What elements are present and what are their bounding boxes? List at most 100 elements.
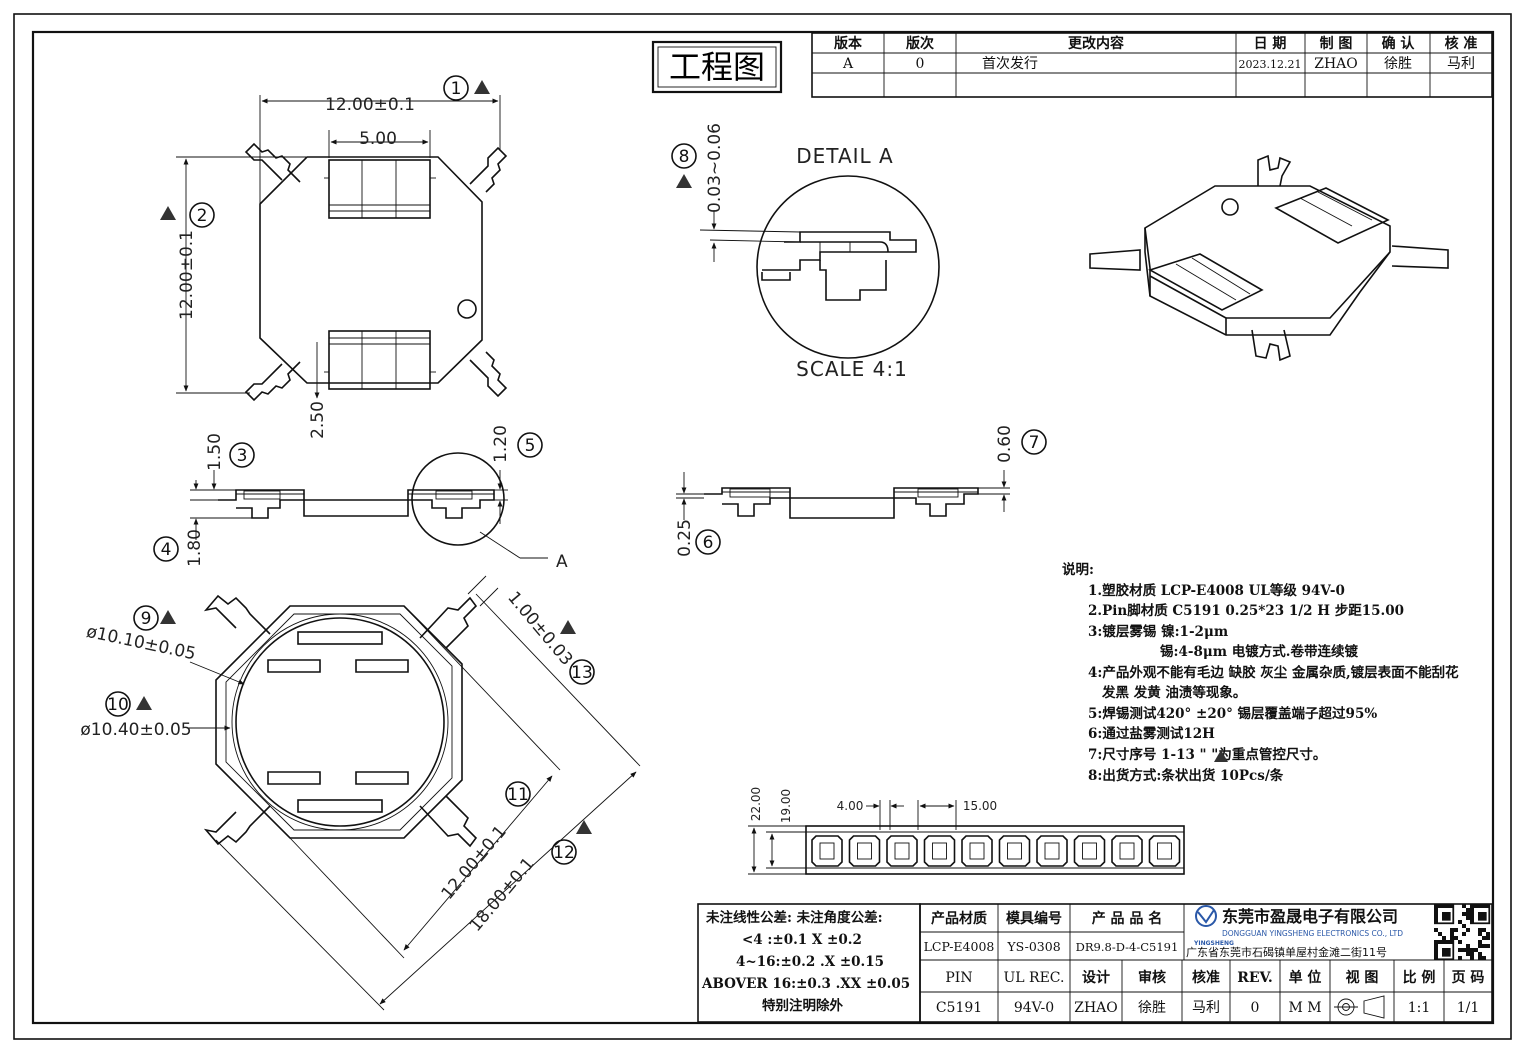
svg-text:2: 2 [197,206,208,226]
detail-a-view: DETAIL A 0.03~0.06 SCALE 4:1 [699,123,940,381]
bubble-10: 10 [105,691,152,717]
strip-unit-pad [894,842,910,860]
strip-view: 22.00 19.00 4.00 15.00 [748,787,1185,875]
bottom-view: 1.00±0.03 12.00±0.1 18.00±0.1 ø10.10±0.0… [80,575,641,1011]
detail-scale: SCALE 4:1 [796,357,908,381]
detail-title: DETAIL A [796,144,893,168]
qr-module [1486,936,1490,940]
tb-view-label: 视 图 [1346,969,1379,986]
rev-header-change: 更改内容 [1068,35,1124,52]
qr-module [1478,956,1482,960]
tb-review-label: 审核 [1138,969,1166,986]
projection-symbol-icon [1334,995,1385,1019]
qr-module [1458,920,1462,924]
strip-dim-pitch: 15.00 [963,799,997,813]
qr-finder [1442,948,1451,957]
tb-pin-label: PIN [945,970,972,986]
rev-header-confirm: 确 认 [1382,35,1416,52]
qr-module [1462,904,1466,908]
tolerance-line-2: 4~16:±0.2 .X ±0.15 [736,954,884,970]
tb-unit-label: 单 位 [1289,969,1322,986]
strip-unit-pad [1082,842,1097,860]
drawing-title-stamp: 工程图 [651,40,783,94]
rev-approve: 马利 [1447,56,1475,72]
dim-4: 1.80 [185,529,205,567]
dim-1-width: 12.00±0.1 [325,95,415,115]
title-block: 产品材质 模具编号 产 品 品 名 LCP-E4008 YS-0308 DR9.… [919,903,1493,1023]
svg-text:5: 5 [525,436,536,456]
bubble-6: 6 [695,529,721,555]
tb-ul: 94V-0 [1014,1000,1054,1016]
rev-change: 首次发行 [982,56,1038,72]
tb-unit: M M [1288,1000,1321,1016]
inner-border [31,30,1495,1025]
tb-approve-label: 核准 [1192,969,1220,986]
bubble-8: 8 [671,143,697,188]
note-line-6: 发黑 发黄 油渍等现象。 [1101,684,1246,701]
dim-6: 0.25 [675,519,695,557]
detail-callout: A [556,552,568,572]
dim-7: 0.60 [995,425,1015,463]
bubble-1: 1 [443,75,490,101]
strip-unit-pad [1157,842,1172,860]
qr-module [1466,944,1470,948]
tb-material: LCP-E4008 [924,939,995,954]
tb-product-label: 产 品 品 名 [1092,910,1163,927]
callout-bubbles: 1 2 3 4 5 6 7 8 9 10 11 12 13 [105,75,1047,865]
tb-page-label: 页 码 [1452,970,1485,986]
qr-module [1478,932,1482,936]
qr-module [1442,936,1446,940]
qr-module [1482,936,1486,940]
strip-unit [1148,835,1181,867]
side-view-left: A 1.50 1.80 1.20 [185,425,568,572]
bubble-3: 3 [229,442,255,468]
rev-header-edition: 版次 [906,35,934,52]
tolerance-line-1: <4 :±0.1 X ±0.2 [742,932,862,948]
qr-module [1470,948,1474,952]
svg-text:4: 4 [161,540,172,560]
bubble-13: 13 [560,620,595,685]
dim-5: 1.20 [491,425,511,463]
qr-module [1454,936,1458,940]
note-line-8: 6:通过盐雾测试12H [1088,725,1215,742]
strip-unit [961,835,993,867]
drawing-title: 工程图 [669,48,765,86]
tb-page: 1/1 [1457,1000,1480,1016]
qr-code-icon [1434,904,1491,961]
dim-3: 1.50 [205,433,225,471]
qr-module [1482,928,1486,932]
qr-module [1478,928,1482,932]
qr-finder [1442,912,1451,921]
qr-module [1478,940,1482,944]
qr-module [1486,944,1490,948]
qr-module [1482,944,1486,948]
company-logo-text: YINGSHENG [1193,940,1234,947]
bubble-9: 9 [133,605,176,631]
tb-mold: YS-0308 [1006,939,1060,954]
notes-section: 说明: 1.塑胶材质 LCP-E4008 UL等级 94V-0 2.Pin脚材质… [1062,561,1459,784]
notes-heading: 说明: [1062,561,1094,578]
qr-module [1474,948,1478,952]
qr-module [1462,932,1466,936]
tolerance-title: 未注线性公差: 未注角度公差: [706,909,883,926]
note-line-1: 1.塑胶材质 LCP-E4008 UL等级 94V-0 [1088,582,1345,599]
note-line-10: 8:出货方式:条状出货 10Pcs/条 [1088,767,1284,784]
qr-module [1466,948,1470,952]
qr-module [1450,936,1454,940]
qr-module [1478,944,1482,948]
note-line-9: 7:尺寸序号 1-13 " "为重点管控尺寸。 [1088,746,1326,763]
tb-mold-label: 模具编号 [1006,910,1062,927]
tb-design-label: 设计 [1082,969,1110,986]
bubble-12: 12 [551,820,592,865]
tolerance-line-4: 特别注明除外 [762,997,843,1014]
strip-unit [923,835,956,867]
tolerance-line-3: ABOVER 16:±0.3 .XX ±0.05 [701,976,910,992]
tb-pin: C5191 [936,1000,982,1016]
qr-module [1466,916,1470,920]
strip-dim-pin-width: 4.00 [837,799,864,813]
rev-version: A [842,56,854,72]
strip-unit [1111,835,1143,867]
tb-rev: 0 [1251,1000,1260,1016]
strip-unit-pad [969,842,985,860]
dim-8: 0.03~0.06 [705,123,725,213]
